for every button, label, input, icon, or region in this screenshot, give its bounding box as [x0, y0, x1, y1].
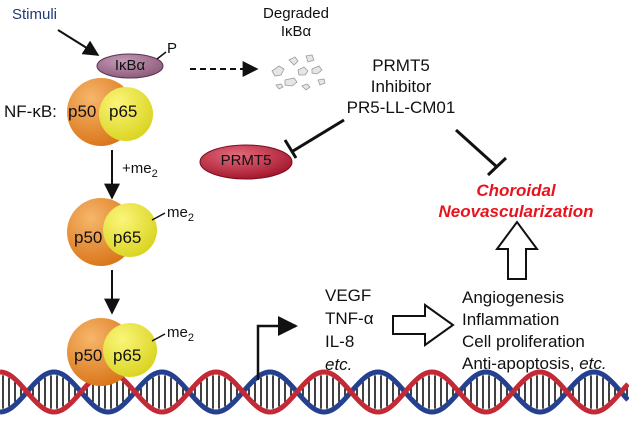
- inhibitor-line3: PR5-LL-CM01: [346, 98, 456, 117]
- dna-strand-blue: [0, 369, 629, 415]
- effect-inflammation: Inflammation: [462, 310, 560, 329]
- cnv-label: Choroidal Neovascularization: [416, 180, 616, 222]
- phospho-bond: [156, 51, 167, 60]
- gene-etc: etc.: [325, 355, 353, 374]
- prmt5-ellipse: [199, 144, 293, 180]
- p50-label-3: p50: [74, 346, 103, 365]
- genes-to-effects-arrow: [392, 303, 455, 347]
- p65-subunit-1: [99, 87, 153, 141]
- cnv-line2: Neovascularization: [438, 202, 594, 221]
- nfkb-prefix: NF-κB:: [4, 102, 57, 121]
- prmt5-label: PRMT5: [220, 152, 272, 169]
- transcription-arrow: [256, 316, 298, 380]
- gene-tnfa: TNF-α: [325, 309, 374, 328]
- cnv-line1: Choroidal: [476, 181, 556, 200]
- degraded-line2: IκBα: [280, 23, 312, 40]
- me2-sub-2: 2: [187, 212, 194, 224]
- ikba-label: IκBα: [114, 57, 146, 74]
- inhibitor-label: PRMT5 Inhibitor PR5-LL-CM01: [336, 55, 466, 118]
- methylation-sub: 2: [151, 168, 158, 180]
- p65-label-1: p65: [109, 102, 138, 121]
- inhibition-cnv: [454, 128, 508, 177]
- me2-label-2: me2: [167, 204, 194, 224]
- me2-base-2: me: [167, 204, 188, 221]
- me2-label-3: me2: [167, 324, 194, 344]
- effect-angiogenesis: Angiogenesis: [462, 288, 565, 307]
- effect-proliferation: Cell proliferation: [462, 332, 585, 351]
- p65-label-3: p65: [113, 346, 142, 365]
- p65-subunit-3: [103, 323, 157, 377]
- me2-bond-3: [151, 333, 166, 342]
- me2-bond-2: [151, 212, 166, 221]
- effects-to-cnv-arrow: [495, 220, 539, 280]
- effect-antiapoptosis-text: Anti-apoptosis,: [462, 354, 580, 373]
- gene-vegf: VEGF: [325, 286, 372, 305]
- inhibitor-line2: Inhibitor: [370, 77, 432, 96]
- effect-antiapoptosis: Anti-apoptosis, etc.: [462, 353, 607, 375]
- methylation-prefix: +me: [122, 160, 152, 177]
- stimuli-arrow: [57, 29, 100, 56]
- p50-label-2: p50: [74, 228, 103, 247]
- effect-antiapoptosis-etc: etc.: [579, 354, 607, 373]
- gene-list: VEGF TNF-α IL-8 etc.: [325, 284, 374, 376]
- p65-label-2: p65: [113, 228, 142, 247]
- inhibition-prmt5: [283, 118, 345, 159]
- degraded-label: Degraded IκBα: [246, 5, 346, 41]
- degraded-fragments: [271, 54, 326, 91]
- effects-list: Angiogenesis Inflammation Cell prolifera…: [462, 287, 607, 375]
- gene-il8: IL-8: [325, 332, 355, 351]
- inhibitor-line1: PRMT5: [372, 56, 430, 75]
- me2-base-3: me: [167, 324, 188, 341]
- stimuli-label: Stimuli: [12, 6, 58, 23]
- ikba-ellipse: [96, 53, 164, 79]
- methylation-step-label: +me2: [122, 160, 158, 180]
- degraded-line1: Degraded: [263, 5, 329, 22]
- p50-label-1: p50: [68, 102, 97, 121]
- phospho-label: P: [167, 40, 178, 57]
- me2-sub-3: 2: [187, 332, 194, 344]
- p65-subunit-2: [103, 203, 157, 257]
